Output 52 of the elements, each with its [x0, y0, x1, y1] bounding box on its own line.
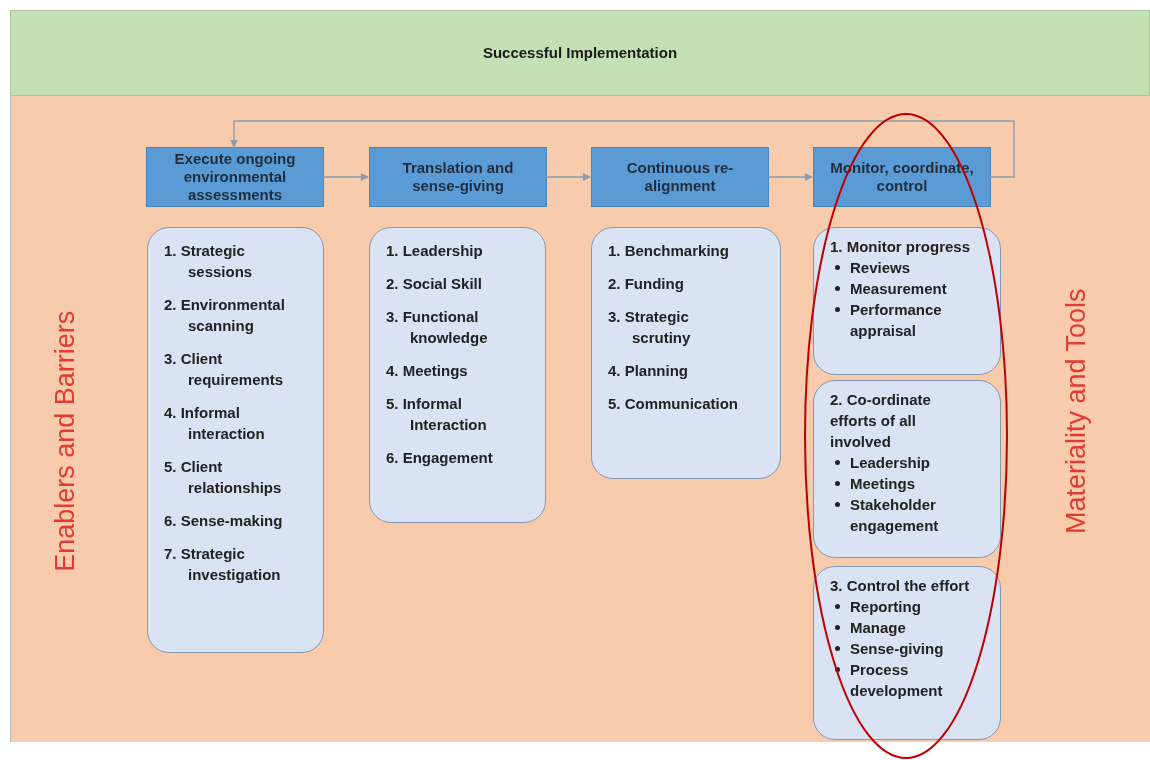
list-card: [813, 227, 1001, 375]
arrow: [545, 173, 591, 181]
process-box: [146, 147, 324, 207]
list-item: 4. Planning: [608, 361, 689, 381]
header-band: [10, 10, 1150, 96]
bullet-item: Reviews: [830, 257, 980, 278]
list-item: 4. Meetings: [386, 361, 469, 381]
list-card: [369, 227, 546, 523]
arrow: [230, 120, 1015, 178]
list-item: 4. Informal interaction: [164, 403, 266, 444]
background-panel: [10, 96, 1150, 742]
list-item: 3. Client requirements: [164, 349, 285, 390]
list-item: 6. Sense-making: [164, 511, 284, 531]
process-title: Translation and sense-giving: [401, 159, 515, 195]
list-item: 7. Strategic investigation: [164, 544, 282, 585]
side-label: Enablers and Barriers: [49, 310, 82, 572]
process-box: [369, 147, 547, 207]
list-item: 2. Environmental scanning: [164, 295, 286, 336]
arrow: [767, 173, 813, 181]
list-card: [813, 566, 1001, 740]
list-item: 2. Funding: [608, 274, 685, 294]
bullet-item: Performance appraisal: [830, 299, 980, 341]
list-item: 1. Leadership: [386, 241, 484, 261]
list-item: 1. Benchmarking: [608, 241, 730, 261]
bullet-item: Sense-giving: [830, 638, 980, 659]
band-title: Successful Implementation: [482, 42, 678, 63]
arrow: [322, 173, 369, 181]
side-label: Materiality and Tools: [1059, 288, 1092, 534]
process-box: [591, 147, 769, 207]
list-item: 5. Informal Interaction: [386, 394, 488, 435]
list-card: [813, 380, 1001, 558]
bullet-item: Leadership: [830, 452, 980, 473]
list-item: 3. Strategic scrutiny: [608, 307, 692, 348]
list-heading: 2. Co-ordinate efforts of all involved: [830, 390, 932, 452]
process-title: Execute ongoing environmental assessments: [173, 150, 297, 204]
list-card: [147, 227, 324, 653]
list-heading: 3. Control the effort: [830, 576, 971, 596]
bullet-item: Reporting: [830, 596, 980, 617]
bullet-item: Process development: [830, 659, 980, 701]
list-item: 5. Client relationships: [164, 457, 283, 498]
process-title: Continuous re-alignment: [625, 159, 735, 195]
list-item: 3. Functional knowledge: [386, 307, 489, 348]
bullet-item: Stakeholder engagement: [830, 494, 980, 536]
list-heading: 1. Monitor progress: [830, 237, 972, 257]
list-item: 6. Engagement: [386, 448, 494, 468]
list-card: [591, 227, 781, 479]
list-item: 1. Strategic sessions: [164, 241, 254, 282]
bullet-item: Meetings: [830, 473, 980, 494]
list-item: 5. Communication: [608, 394, 739, 414]
bullet-item: Manage: [830, 617, 980, 638]
bullet-item: Measurement: [830, 278, 980, 299]
list-item: 2. Social Skill: [386, 274, 483, 294]
